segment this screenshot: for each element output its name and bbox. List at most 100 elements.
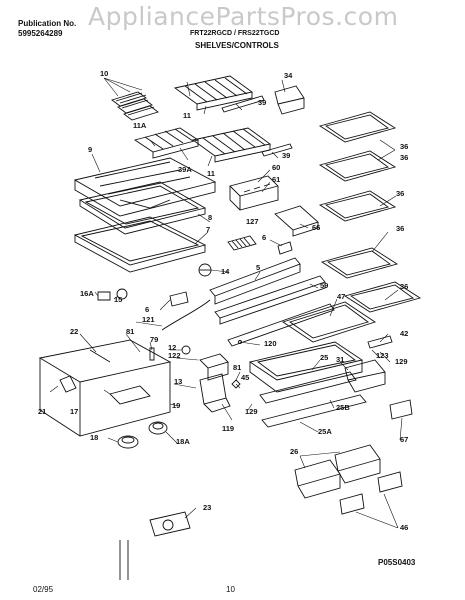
part-34-bin: [274, 85, 305, 115]
part-label: 36: [400, 282, 408, 291]
publication-number: 5995264289: [18, 29, 63, 38]
part-label: 26: [290, 447, 298, 456]
part-label: 11: [207, 169, 215, 178]
part-label: 17: [70, 407, 78, 416]
part-label: 11: [183, 111, 191, 120]
part-39-rail: [221, 95, 265, 113]
part-18-dial: [117, 435, 139, 449]
part-66-bracket: [274, 205, 319, 237]
page-number: 10: [226, 585, 235, 594]
part-label: 123: [376, 351, 389, 360]
part-label: 19: [172, 401, 180, 410]
part-label: 34: [284, 71, 293, 80]
part-label: 36: [396, 224, 404, 233]
part-label: 119: [222, 424, 234, 433]
part-6-connector: [277, 241, 293, 255]
part-label: 127: [246, 217, 259, 226]
part-25a-slide: [261, 394, 367, 428]
part-label: 18A: [176, 437, 190, 446]
part-label: 18: [90, 433, 98, 442]
part-label: 25A: [318, 427, 332, 436]
part-59-rail: [214, 275, 326, 325]
part-label: 79: [150, 335, 158, 344]
part-label: 42: [400, 329, 408, 338]
part-label: 129: [245, 407, 258, 416]
part-67-bin-front: [389, 399, 413, 420]
part-23-lower-assembly: [119, 511, 191, 580]
part-label: 31: [336, 355, 344, 364]
part-11-middle-shelf: [191, 127, 272, 163]
part-7-glass-shelf: [73, 216, 207, 273]
part-label: 22: [70, 327, 78, 336]
part-label: 25B: [336, 403, 350, 412]
section-title: SHELVES/CONTROLS: [195, 41, 279, 50]
part-22-rod: [89, 349, 111, 363]
part-18a-dial: [148, 421, 168, 435]
part-16a-switch: [97, 291, 111, 301]
part-47-glass-shelf: [281, 301, 377, 343]
model-number: FRT22RGCD / FRS22TGCD: [190, 30, 280, 37]
part-121-hose: [161, 299, 211, 331]
part-81-screw: [149, 347, 155, 361]
part-label: 122: [168, 351, 181, 360]
part-label: 23: [203, 503, 211, 512]
part-31-bin: [344, 359, 386, 393]
part-label: 15: [114, 295, 122, 304]
part-label: 121: [142, 315, 155, 324]
part-15-bulb: [116, 288, 128, 300]
part-10-racks: [111, 91, 159, 121]
part-122-cover: [199, 353, 229, 381]
part-46-bin-fronts: [339, 471, 403, 515]
part-label: 11A: [133, 121, 147, 130]
part-13-damper-housing: [38, 339, 172, 437]
footer-date: 02/95: [33, 585, 54, 594]
part-11-top-shelf: [173, 75, 254, 111]
part-5-rail: [209, 257, 301, 305]
part-label: 39A: [178, 165, 192, 174]
part-label: 81: [233, 363, 241, 372]
part-label: 13: [174, 377, 182, 386]
part-label: 67: [400, 435, 408, 444]
part-label: 39: [282, 151, 290, 160]
part-label: 5: [256, 263, 260, 272]
part-14-knob: [198, 263, 212, 277]
part-label: 36: [400, 153, 408, 162]
part-127-vent: [227, 235, 257, 251]
part-label: 9: [88, 145, 92, 154]
part-label: 10: [100, 69, 108, 78]
part-26-bins: [294, 444, 381, 499]
part-label: 81: [126, 327, 134, 336]
part-11a-shelf: [133, 127, 200, 159]
part-label: 60: [272, 163, 280, 172]
part-label: 61: [272, 175, 280, 184]
part-8-crisper-frame: [78, 181, 207, 235]
part-label: 14: [221, 267, 230, 276]
part-label: 6: [145, 305, 149, 314]
part-label: 8: [208, 213, 212, 222]
part-label: 16A: [80, 289, 94, 298]
part-119-housing: [199, 373, 231, 413]
part-label: 21: [38, 407, 46, 416]
part-25b-slide: [259, 371, 357, 404]
part-label: 59: [320, 281, 328, 290]
part-label: 45: [241, 373, 249, 382]
watermark: AppliancePartsPros.com: [88, 2, 399, 31]
diagram-code: P05S0403: [378, 558, 416, 567]
part-25-pan-cover: [248, 341, 364, 393]
part-60-control-housing: [229, 175, 279, 211]
leader-lines: [49, 77, 403, 529]
part-label: 12: [168, 343, 176, 352]
part-6-bracket: [169, 291, 189, 307]
part-label: 25: [320, 353, 328, 362]
part-9-crisper-cover: [73, 157, 217, 217]
part-label: 39: [258, 98, 266, 107]
part-label: 66: [312, 223, 320, 232]
part-36-door-shelves: [318, 111, 422, 313]
part-label: 36: [396, 189, 404, 198]
part-label: 7: [206, 225, 210, 234]
part-label: 47: [337, 292, 345, 301]
part-label: 120: [264, 339, 277, 348]
part-12-knob: [181, 345, 191, 355]
